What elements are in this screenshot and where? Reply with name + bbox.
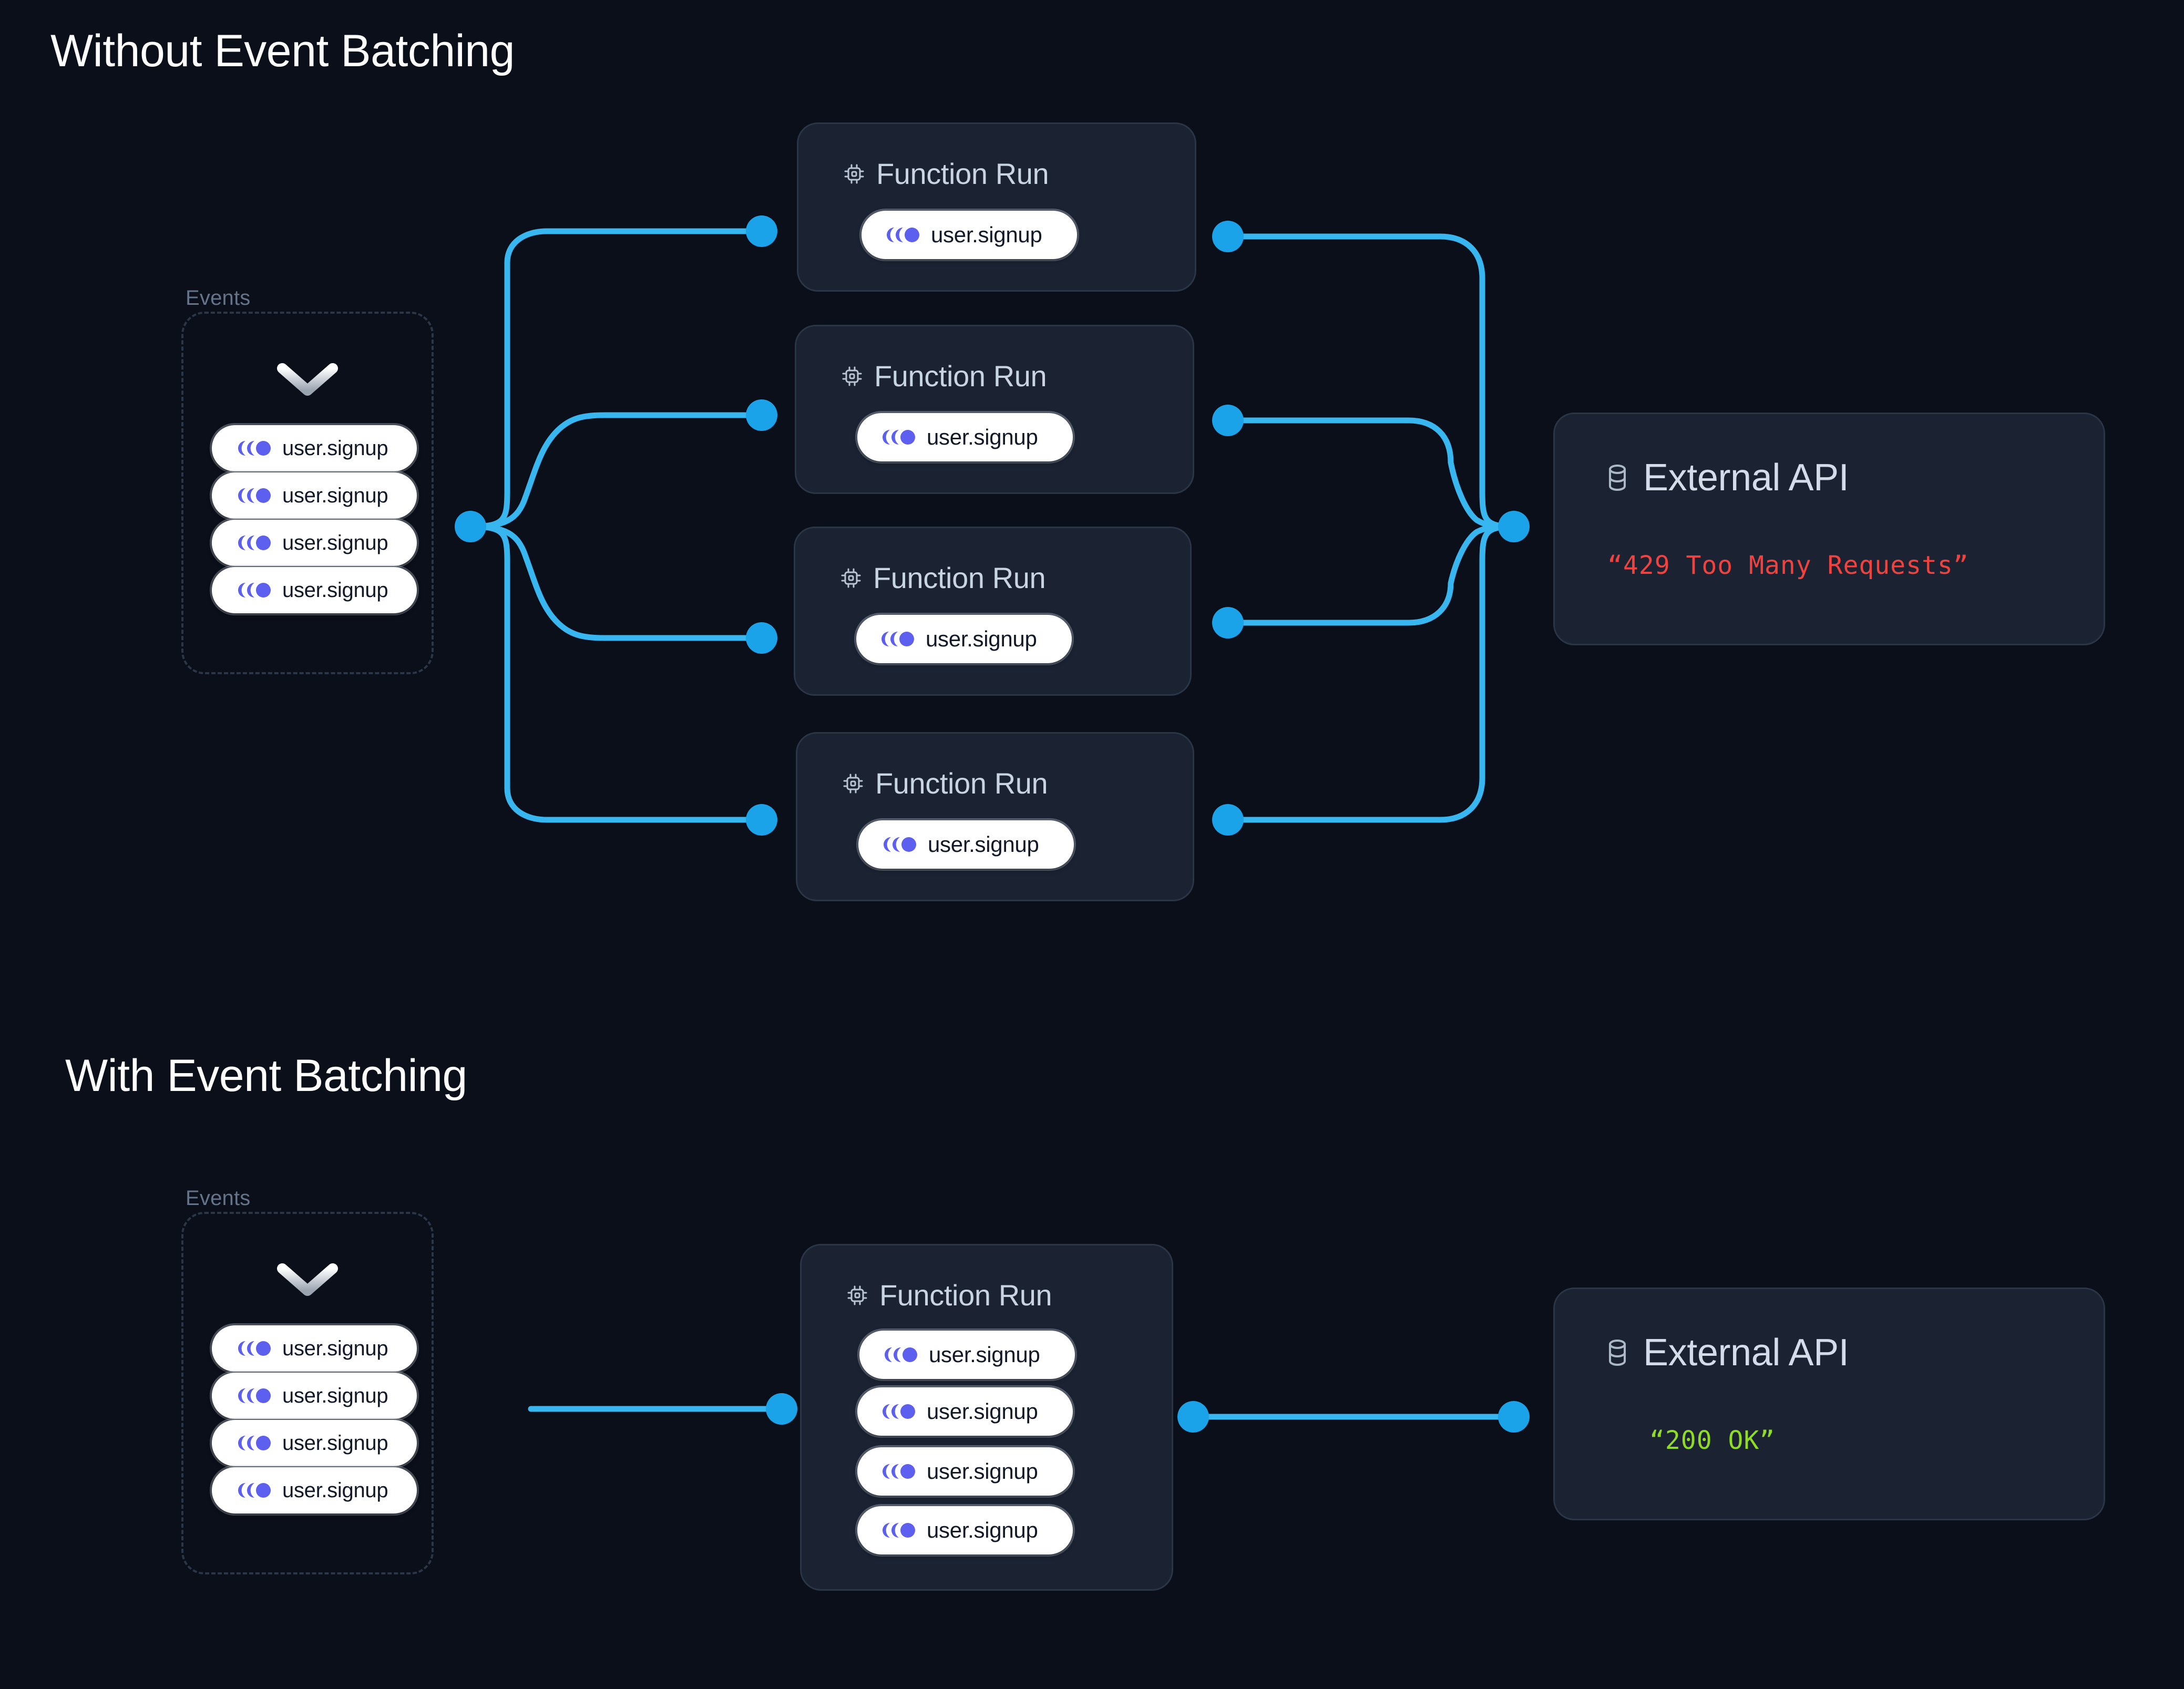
wire-node <box>455 511 486 542</box>
events-dashed-container: user.signup user.signup <box>181 1212 434 1574</box>
function-run-title: Function Run <box>879 1279 1052 1312</box>
event-motion-icon <box>880 630 914 648</box>
event-motion-icon <box>237 487 271 504</box>
event-pill[interactable]: user.signup <box>212 1467 417 1513</box>
events-label: Events <box>186 1187 251 1210</box>
event-pill-label: user.signup <box>928 832 1039 857</box>
function-run-card[interactable]: Function Run user.signup <box>797 122 1196 292</box>
function-run-header: Function Run <box>845 1278 1052 1312</box>
events-dashed-container: user.signup user.signup <box>181 312 434 674</box>
event-pill-label: user.signup <box>927 1459 1038 1484</box>
event-pill[interactable]: user.signup <box>212 567 417 613</box>
event-motion-icon <box>237 1387 271 1405</box>
wire-node <box>1212 607 1244 638</box>
event-motion-icon <box>237 1481 271 1499</box>
cpu-chip-icon <box>838 565 864 591</box>
event-pill[interactable]: user.signup <box>212 1373 417 1419</box>
wire-node <box>746 399 777 431</box>
event-pill[interactable]: user.signup <box>858 820 1074 869</box>
event-motion-icon <box>237 581 271 599</box>
event-pill-label: user.signup <box>931 222 1042 247</box>
event-pill-label: user.signup <box>282 1478 388 1502</box>
external-api-title: External API <box>1643 457 1849 499</box>
function-run-card[interactable]: Function Run user.signup <box>795 325 1194 494</box>
section-title-with-batching: With Event Batching <box>65 1051 467 1101</box>
event-motion-icon <box>886 226 919 244</box>
wire-node <box>746 215 777 247</box>
function-run-title: Function Run <box>876 157 1049 190</box>
external-api-header: External API <box>1601 456 1849 499</box>
function-run-header: Function Run <box>842 157 1049 191</box>
event-motion-icon <box>881 1521 915 1539</box>
external-api-title: External API <box>1643 1332 1849 1374</box>
wire-node <box>746 622 777 654</box>
function-run-header: Function Run <box>840 766 1048 800</box>
event-pill[interactable]: user.signup <box>212 520 417 566</box>
event-motion-icon <box>237 534 271 552</box>
event-motion-icon <box>881 428 915 446</box>
event-pill[interactable]: user.signup <box>212 1420 417 1466</box>
function-run-card[interactable]: Function Run user.signup <box>794 527 1192 696</box>
event-pill-label: user.signup <box>927 425 1038 449</box>
event-pill-label: user.signup <box>282 1431 388 1455</box>
chevron-down-icon <box>276 1261 339 1298</box>
status-badge-success: “200 OK” <box>1649 1426 1776 1455</box>
event-motion-icon <box>881 1463 915 1480</box>
function-run-header: Function Run <box>839 359 1047 393</box>
chevron-down-icon <box>276 361 339 398</box>
events-label: Events <box>186 286 251 310</box>
event-motion-icon <box>237 439 271 457</box>
event-pill-label: user.signup <box>282 531 388 554</box>
event-pill[interactable]: user.signup <box>857 1387 1073 1436</box>
event-motion-icon <box>884 1346 917 1364</box>
cpu-chip-icon <box>842 161 867 187</box>
wire-node <box>1212 804 1244 836</box>
event-motion-icon <box>237 1340 271 1357</box>
event-pill[interactable]: user.signup <box>857 1506 1073 1554</box>
section-title-without-batching: Without Event Batching <box>50 26 515 76</box>
cpu-chip-icon <box>839 364 865 389</box>
function-run-card-batched[interactable]: Function Run user.signup user.signup <box>800 1244 1173 1591</box>
external-api-header: External API <box>1601 1331 1849 1374</box>
function-run-title: Function Run <box>873 561 1046 594</box>
event-pill-label: user.signup <box>927 1518 1038 1542</box>
cpu-chip-icon <box>840 771 866 796</box>
event-pill[interactable]: user.signup <box>859 1331 1075 1379</box>
event-pill-label: user.signup <box>927 1399 1038 1424</box>
status-badge-error: “429 Too Many Requests” <box>1607 551 1969 580</box>
wire-node <box>1212 221 1244 252</box>
function-run-card[interactable]: Function Run user.signup <box>796 732 1194 901</box>
event-pill[interactable]: user.signup <box>856 615 1072 663</box>
wire-node <box>1177 1401 1209 1433</box>
event-pill-label: user.signup <box>282 1384 388 1407</box>
event-pill-label: user.signup <box>282 436 388 460</box>
event-pill[interactable]: user.signup <box>212 425 417 471</box>
wire-node <box>1498 511 1530 542</box>
database-icon <box>1601 461 1634 494</box>
function-run-title: Function Run <box>874 359 1047 393</box>
event-pill-label: user.signup <box>926 626 1037 651</box>
function-run-title: Function Run <box>875 767 1048 800</box>
event-pill[interactable]: user.signup <box>212 472 417 519</box>
wire-node <box>1498 1401 1530 1433</box>
wire-node <box>746 804 777 836</box>
event-pill[interactable]: user.signup <box>862 211 1077 259</box>
external-api-card[interactable]: External API “429 Too Many Requests” <box>1553 413 2105 645</box>
event-motion-icon <box>881 1403 915 1420</box>
database-icon <box>1601 1336 1634 1369</box>
cpu-chip-icon <box>845 1283 870 1308</box>
event-pill[interactable]: user.signup <box>857 1447 1073 1496</box>
event-pill[interactable]: user.signup <box>212 1325 417 1372</box>
event-pill[interactable]: user.signup <box>857 413 1073 461</box>
event-pill-label: user.signup <box>282 578 388 602</box>
event-pill-label: user.signup <box>282 483 388 507</box>
event-pill-label: user.signup <box>282 1336 388 1360</box>
event-motion-icon <box>237 1434 271 1452</box>
function-run-header: Function Run <box>838 561 1046 595</box>
event-pill-label: user.signup <box>929 1342 1040 1367</box>
external-api-card[interactable]: External API “200 OK” <box>1553 1288 2105 1520</box>
wire-node <box>1212 405 1244 436</box>
wire-node <box>766 1393 797 1425</box>
event-motion-icon <box>883 836 916 853</box>
